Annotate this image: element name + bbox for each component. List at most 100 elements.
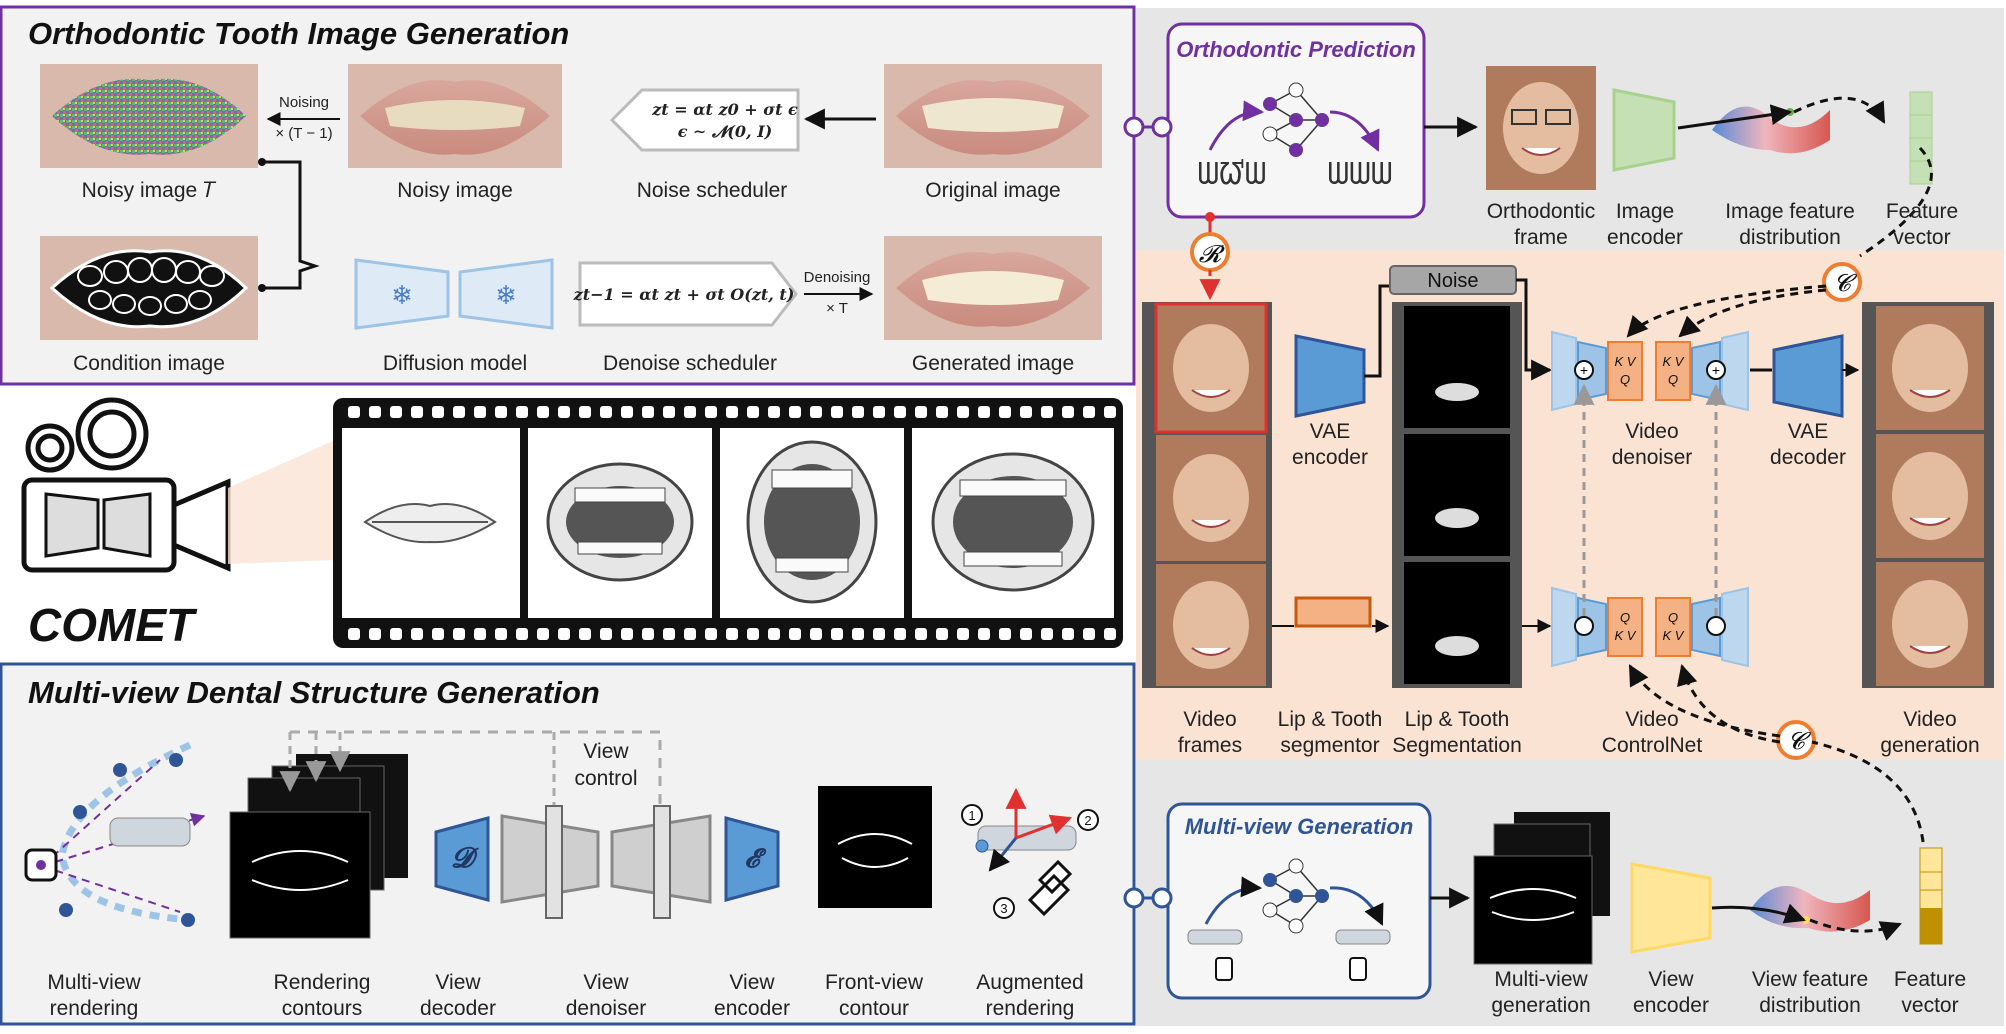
num-1: 1 [968,808,975,823]
vector-to-c-arrow [1859,146,1933,258]
distribution-to-vector-arrow [1793,96,1886,124]
film-sprocket-hole [747,628,759,640]
film-sprocket-hole [474,628,486,640]
closed-lips-sketch [363,503,497,544]
film-sprocket-hole [957,628,969,640]
aligned-teeth-icon: ᗯᗯᗯ [1328,158,1393,191]
film-sprocket-hole [873,406,885,418]
label-view-feature-distribution-line-1: View feature [1752,968,1868,991]
multiview-rendering-diagram [24,741,206,927]
film-sprocket-hole [390,406,402,418]
orthodontic-prediction-title: Orthodontic Prediction [1176,37,1416,62]
film-sprocket-hole [432,406,444,418]
vae-encoder-icon [1294,334,1366,418]
label-noisy-image-t: Noisy image 𝑇 [82,179,217,202]
film-sprocket-hole [978,628,990,640]
multiview-generation-stack [1473,812,1610,965]
film-sprocket-hole [516,406,528,418]
q-label: Q [1620,610,1630,625]
film-sprocket-hole [768,628,780,640]
film-sprocket-hole [1041,628,1053,640]
label-augmented-rendering-line-1: Augmented [976,971,1083,994]
noise-equation-1: zt = αt z0 + σt ϵ [651,100,798,119]
noise-to-denoiser-arrow [1516,278,1553,381]
film-sprocket-hole [915,406,927,418]
num-2: 2 [1084,813,1091,828]
film-sprockets-top [348,406,1116,418]
kv-label: K V [1615,354,1637,369]
vdistribution-to-vector-arrow [1809,918,1902,941]
film-sprocket-hole [369,406,381,418]
film-sprocket-hole [894,406,906,418]
film-sprocket-hole [537,628,549,640]
label-image-feature-distribution-line-2: distribution [1739,226,1841,249]
label-lip-tooth-segmentor-line-2: segmentor [1280,734,1379,757]
num-3: 3 [1000,901,1007,916]
denoise-equation: zt−1 = αt zt + σt O(zt, t) [573,285,795,304]
film-sprocket-hole [663,628,675,640]
snowflake-icon: ❄ [391,280,413,310]
film-sprocket-hole [348,628,360,640]
label-video-denoiser-line-2: denoiser [1612,446,1693,469]
label-view-decoder-line-1: View [435,971,481,994]
film-sprocket-hole [831,628,843,640]
view-denoiser-icon [500,805,712,919]
c-circle-bottom [1776,720,1816,760]
video-controlnet-icon: Q K V Q K V [1551,586,1749,668]
film-sprocket-hole [789,406,801,418]
panel-title-orthodontic-generation: Orthodontic Tooth Image Generation [28,16,569,51]
film-sprockets-bottom [348,628,1116,640]
condition-image [40,236,258,340]
label-view-encoder-line-1: View [729,971,775,994]
noise-label: Noise [1427,270,1478,292]
label-multiview-generation-line-2: generation [1491,994,1590,1017]
condition-bracket [262,160,320,290]
mvg-connector [1123,887,1173,909]
film-sprocket-hole [1062,628,1074,640]
segmentation-strip [1392,302,1522,688]
c-to-controlnet-arrow-2 [1677,663,1781,744]
film-sprocket-hole [726,628,738,640]
noising-label: Noising [279,94,329,111]
film-sprocket-hole [621,406,633,418]
film-sprocket-hole [663,406,675,418]
view-decoder-icon: 𝓓 [434,816,490,902]
label-view-encoder-line-2: encoder [714,997,790,1020]
film-sprocket-hole [978,406,990,418]
noising-times: × (T − 1) [275,125,332,142]
view-encoder-icon: 𝓔 [724,816,780,902]
vae-encoder-out-line [1364,284,1390,378]
label-original-image: Original image [925,179,1060,202]
film-sprocket-hole [1104,628,1116,640]
label-video-generation-line-2: generation [1880,734,1979,757]
label-noisy-image: Noisy image [397,179,513,202]
label-front-view-contour-line-2: contour [839,997,909,1020]
label-image-encoder-line-2: encoder [1607,226,1683,249]
label-diffusion-model: Diffusion model [383,352,527,375]
film-sprocket-hole [621,628,633,640]
film-sprocket-hole [1083,406,1095,418]
label-orthodontic-frame-line-1: Orthodontic [1487,200,1596,223]
orthodontic-frame [1486,66,1596,190]
q-label: Q [1620,372,1630,387]
label-image-feature-distribution-line-1: Image feature [1725,200,1855,223]
label-noise-scheduler: Noise scheduler [637,179,788,202]
panel-title-multiview-structure: Multi-view Dental Structure Generation [28,675,600,710]
multiview-generation-title: Multi-view Generation [1185,814,1414,839]
label-orthodontic-frame-line-2: frame [1514,226,1568,249]
c-circle-top [1822,262,1862,302]
q-label: Q [1668,372,1678,387]
label-augmented-rendering-line-2: rendering [986,997,1075,1020]
open-mouth-sketch-1 [546,462,694,582]
film-sprocket-hole [684,406,696,418]
vector-to-c-bottom-arrow [1811,740,1926,871]
video-generation-band [1136,250,2004,760]
label-denoise-scheduler: Denoise scheduler [603,352,777,375]
orthodontic-prediction-box: Orthodontic Prediction ᗯᘺᗯ ᗯᗯᗯ [1166,22,1426,219]
label-generated-image: Generated image [912,352,1074,375]
noisy-image-t [40,64,258,168]
film-sprocket-hole [1020,406,1032,418]
film-sprocket-hole [600,628,612,640]
